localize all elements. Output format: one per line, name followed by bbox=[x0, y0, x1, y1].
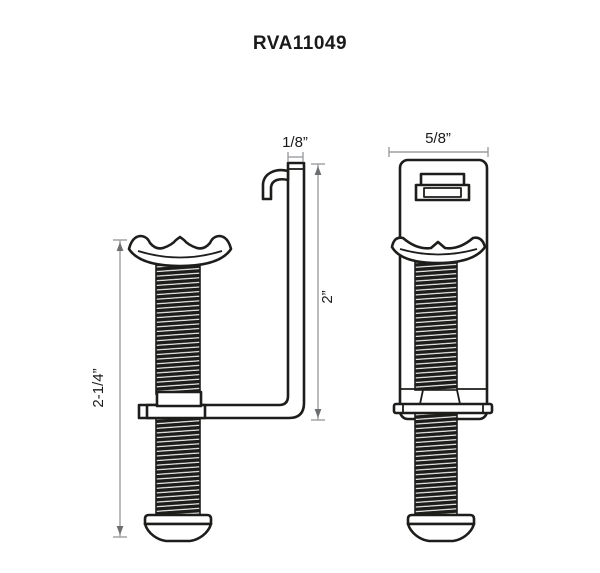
threaded-bolt-lower-front bbox=[414, 411, 458, 517]
nut-shoulder-left-edge bbox=[419, 389, 424, 405]
dim-bolt-length: 2-1/4” bbox=[90, 239, 127, 538]
dim-bar-thickness: 1/8” bbox=[282, 134, 308, 162]
dim-bracket-height: 2” bbox=[311, 163, 336, 421]
washer-flange-front bbox=[392, 402, 494, 415]
l-bracket bbox=[137, 161, 306, 420]
saddle-clamp bbox=[127, 234, 233, 268]
side-view-drawing: 1/8” 2” 2-1/4” bbox=[90, 134, 336, 543]
bolt-head-dome-front bbox=[406, 522, 476, 543]
hex-nut bbox=[155, 390, 203, 408]
saddle-inner-rim-edge bbox=[137, 250, 223, 259]
saddle-front-inner-edge bbox=[399, 248, 478, 256]
bolt-head-flange bbox=[143, 513, 213, 526]
nut-shoulder-right-edge bbox=[456, 389, 461, 405]
dim-bar-thickness-label: 1/8” bbox=[282, 134, 308, 151]
dim-bolt-length-label: 2-1/4” bbox=[90, 368, 107, 407]
dim-bracket-height-label: 2” bbox=[319, 290, 336, 303]
threaded-bolt-upper-front bbox=[414, 261, 458, 391]
threaded-bolt-lower bbox=[155, 416, 201, 518]
part-number-title: RVA11049 bbox=[252, 33, 348, 54]
bolt-head-flange-front bbox=[406, 513, 476, 526]
dim-plate-width: 5/8” bbox=[388, 130, 489, 157]
front-view-drawing: 5/8” bbox=[388, 130, 494, 543]
bolt-head-dome bbox=[143, 522, 213, 543]
hook-tab bbox=[261, 168, 290, 201]
dim-plate-width-label: 5/8” bbox=[425, 130, 451, 147]
saddle-clamp-front bbox=[390, 236, 487, 265]
threaded-bolt-upper bbox=[155, 263, 201, 395]
mounting-tab-inner bbox=[423, 187, 462, 198]
